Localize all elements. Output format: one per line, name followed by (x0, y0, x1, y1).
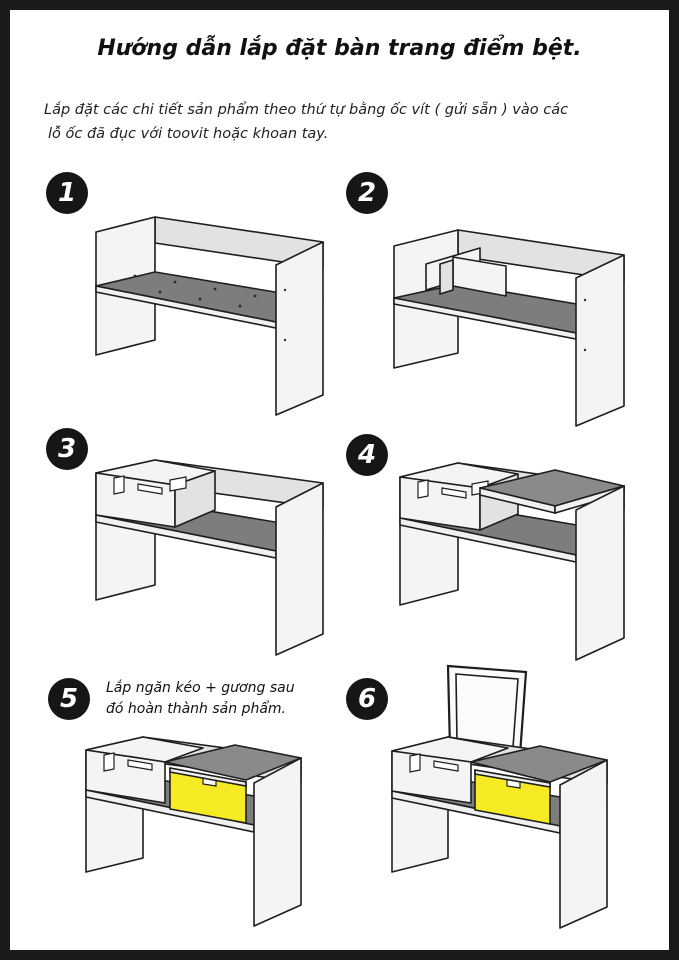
step-4-badge: 4 (346, 434, 388, 476)
step-3-badge: 3 (46, 428, 88, 470)
step-5-note-line-1: Lắp ngăn kéo + gương sau (106, 680, 295, 696)
step-1-illustration (95, 216, 324, 416)
step-3-illustration (95, 459, 324, 656)
intro-text: Lắp đặt các chi tiết sản phẩm theo thứ t… (44, 98, 644, 146)
step-5-note: Lắp ngăn kéo + gương sau đó hoàn thành s… (106, 678, 346, 720)
step-4-illustration (399, 462, 625, 661)
step-5-note-line-2: đó hoàn thành sản phẩm. (106, 701, 287, 717)
intro-line-2: lỗ ốc đã đục với toovit hoặc khoan tay. (48, 126, 329, 142)
step-5-badge: 5 (48, 678, 90, 720)
page-title: Hướng dẫn lắp đặt bàn trang điểm bệt. (97, 36, 582, 61)
step-6-badge: 6 (346, 678, 388, 720)
assembly-illustrations: .pl { fill: #f4f4f4; stroke: #1e1e1e; st… (85, 216, 625, 929)
step-6-illustration (391, 664, 608, 929)
step-1-badge: 1 (46, 172, 88, 214)
step-5-illustration (85, 736, 302, 927)
intro-line-1: Lắp đặt các chi tiết sản phẩm theo thứ t… (44, 102, 569, 118)
step-2-illustration (393, 229, 625, 427)
step-2-badge: 2 (346, 172, 388, 214)
instruction-sheet: Hướng dẫn lắp đặt bàn trang điểm bệt. Lắ… (10, 10, 669, 950)
